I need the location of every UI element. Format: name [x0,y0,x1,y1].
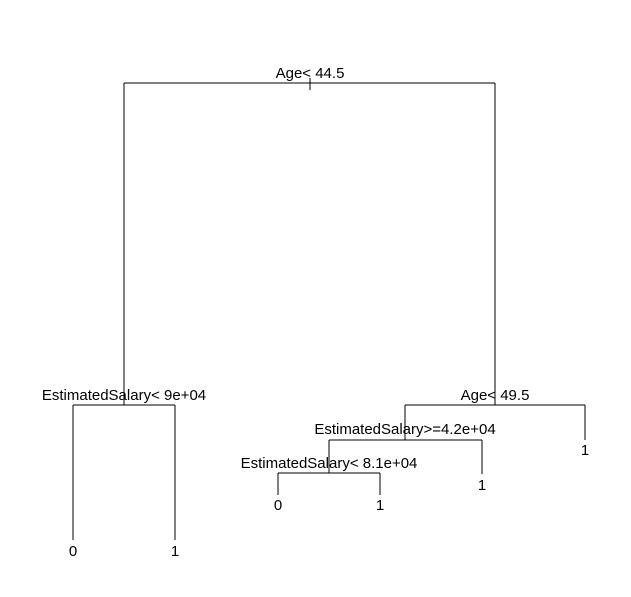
leaf-label: 1 [376,497,384,514]
split-estimatedsalary-4-2e04: EstimatedSalary>=4.2e+04 [314,421,496,474]
leaf-label: 0 [274,497,282,514]
split-age-44-5: Age< 44.5 [123,65,496,405]
split-estimatedsalary-8-1e04: EstimatedSalary< 8.1e+04 [241,455,418,495]
leaf-label: 1 [171,543,179,560]
split-label: EstimatedSalary< 9e+04 [42,387,206,404]
split-age-49-5: Age< 49.5 [404,387,586,440]
split-label: EstimatedSalary< 8.1e+04 [241,455,418,472]
split-label: Age< 49.5 [461,387,530,404]
leaf-label: 1 [581,442,589,459]
leaf-label: 0 [69,543,77,560]
leaf-label: 1 [478,477,486,494]
split-estimatedsalary-9e04: EstimatedSalary< 9e+04 [42,387,206,540]
split-label: EstimatedSalary>=4.2e+04 [314,421,495,438]
split-label: Age< 44.5 [276,65,345,82]
